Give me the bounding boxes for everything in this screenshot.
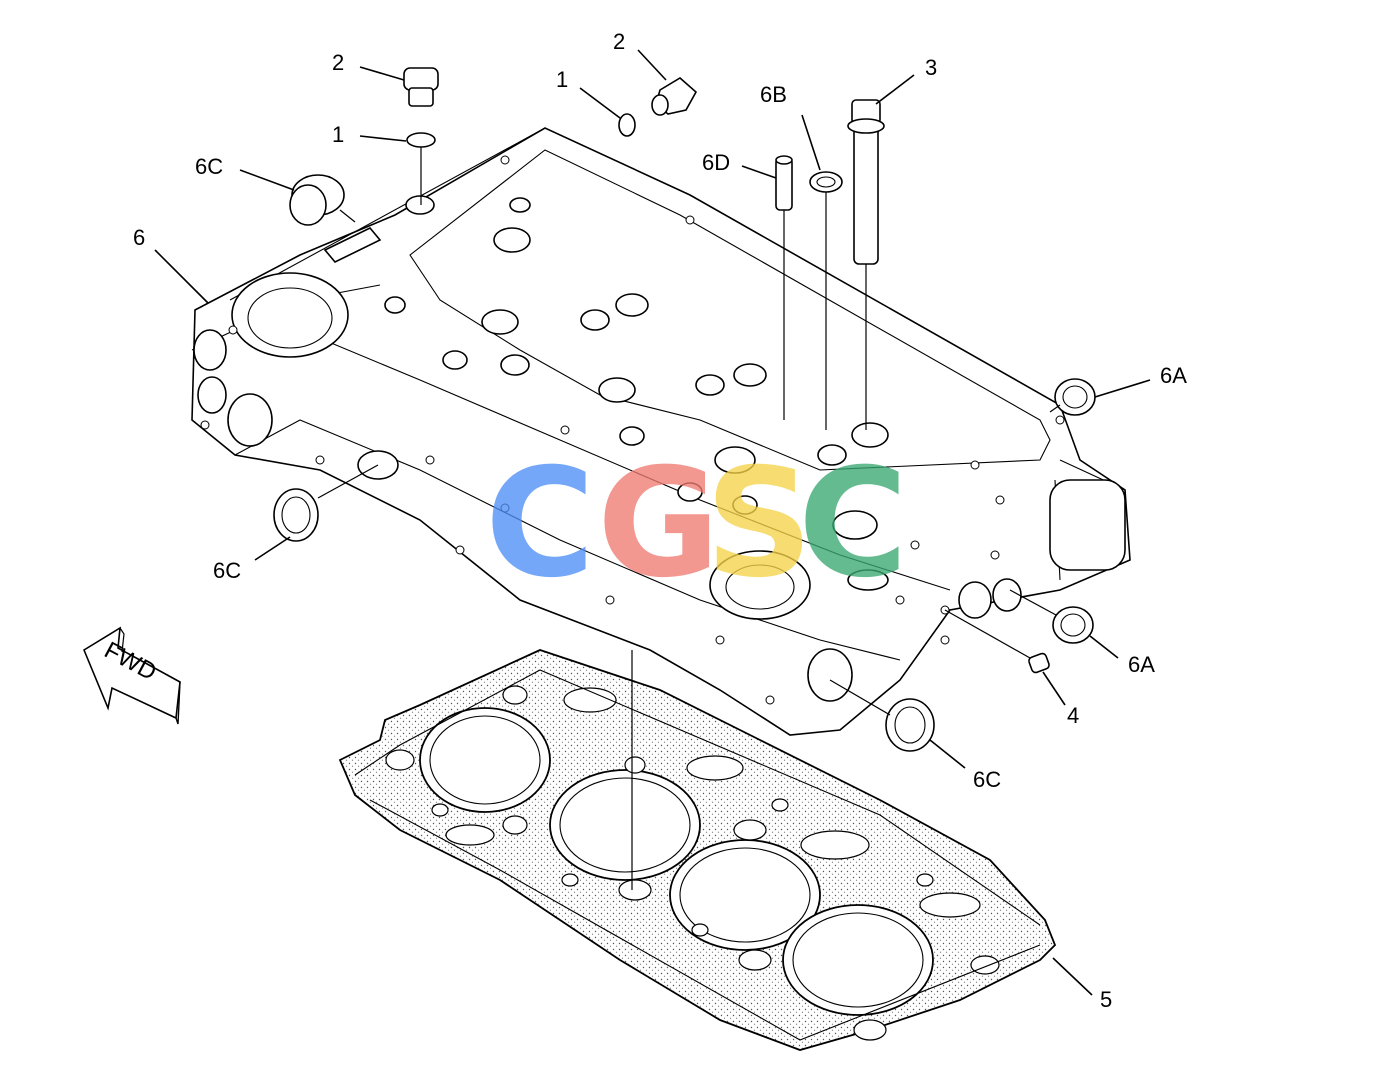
- callout-labels: 2 1 2 1 3 6B 6D 6C 6 6A 6C 6A 4 6C 5: [133, 29, 1187, 1012]
- plug-left: [403, 67, 439, 107]
- cylinder-head: [191, 127, 1131, 736]
- callout-6c-bottom: 6C: [973, 767, 1001, 792]
- dowel-4: [1028, 652, 1050, 674]
- callout-4: 4: [1067, 703, 1079, 728]
- plug-right: [651, 77, 698, 116]
- washer-left: [406, 132, 436, 148]
- callout-6a-upper: 6A: [1160, 363, 1187, 388]
- callout-1-top: 1: [556, 67, 568, 92]
- callout-6c-top: 6C: [195, 154, 223, 179]
- callout-3: 3: [925, 55, 937, 80]
- callout-2-right: 2: [613, 29, 625, 54]
- plug-6a-lower: [1052, 606, 1094, 644]
- forward-arrow: FWD: [82, 626, 181, 725]
- cgsc-watermark: C G S C: [485, 437, 908, 611]
- callout-6a-lower: 6A: [1128, 652, 1155, 677]
- callout-5: 5: [1100, 987, 1112, 1012]
- plug-6c-left: [273, 488, 319, 542]
- assembly-lines: [317, 147, 1061, 890]
- callout-6: 6: [133, 225, 145, 250]
- callout-6b: 6B: [760, 82, 787, 107]
- leader-lines: [154, 49, 1151, 996]
- plug-6c-top: [289, 174, 345, 226]
- washer-right: [618, 113, 636, 137]
- watermark-letter-c1: C: [485, 437, 595, 611]
- callout-6d: 6D: [702, 150, 730, 175]
- watermark-letter-g: G: [597, 437, 720, 611]
- watermark-letter-s: S: [705, 437, 813, 611]
- plug-6c-bottom: [885, 698, 935, 752]
- callout-1-left: 1: [332, 122, 344, 147]
- seal-6b: [809, 171, 843, 193]
- callout-6c-left: 6C: [213, 558, 241, 583]
- head-gasket: [338, 649, 1057, 1051]
- plug-6a-upper: [1054, 378, 1096, 416]
- watermark-letter-c2: C: [798, 437, 908, 611]
- bolt-3: [847, 99, 885, 265]
- guide-6d: [775, 155, 793, 211]
- callout-2-left: 2: [332, 50, 344, 75]
